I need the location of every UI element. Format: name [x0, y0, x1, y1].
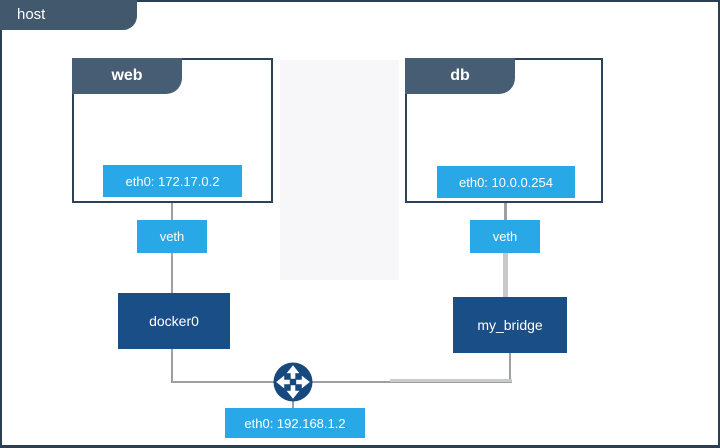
- bridge-node-mybridge: my_bridge: [453, 297, 567, 353]
- connector-router-to-hostip: [292, 401, 294, 409]
- connector-docker0-to-bus: [171, 348, 173, 383]
- bridge-mybridge-label: my_bridge: [477, 317, 543, 333]
- container-web-title: web: [72, 58, 182, 94]
- veth-web-label: veth: [159, 229, 185, 244]
- veth-badge-web: veth: [137, 220, 207, 253]
- router-arrows-icon: [273, 362, 313, 402]
- host-title-tab: host: [0, 0, 137, 30]
- db-eth-interface-label: eth0: 10.0.0.254: [459, 174, 553, 190]
- bridge-node-docker0: docker0: [118, 293, 230, 349]
- veth-db-label: veth: [492, 229, 518, 244]
- host-title-label: host: [17, 6, 46, 23]
- container-web-title-label: web: [111, 67, 143, 84]
- container-db-title: db: [405, 58, 515, 94]
- connector-bus-overlay: [390, 379, 512, 382]
- host-eth-interface-label: eth0: 192.168.1.2: [244, 415, 346, 431]
- connector-veth-to-mybridge: [503, 253, 508, 298]
- bridge-docker0-label: docker0: [149, 313, 199, 329]
- connector-mybridge-to-bus: [509, 352, 511, 382]
- container-db-title-label: db: [450, 67, 470, 84]
- db-eth-interface-badge: eth0: 10.0.0.254: [437, 166, 575, 198]
- host-eth-interface-badge: eth0: 192.168.1.2: [225, 408, 365, 438]
- web-eth-interface-label: eth0: 172.17.0.2: [125, 173, 220, 189]
- connector-horizontal-bus: [171, 381, 512, 383]
- veth-badge-db: veth: [470, 220, 540, 253]
- background-highlight-panel: [280, 60, 399, 280]
- web-eth-interface-badge: eth0: 172.17.0.2: [103, 165, 242, 197]
